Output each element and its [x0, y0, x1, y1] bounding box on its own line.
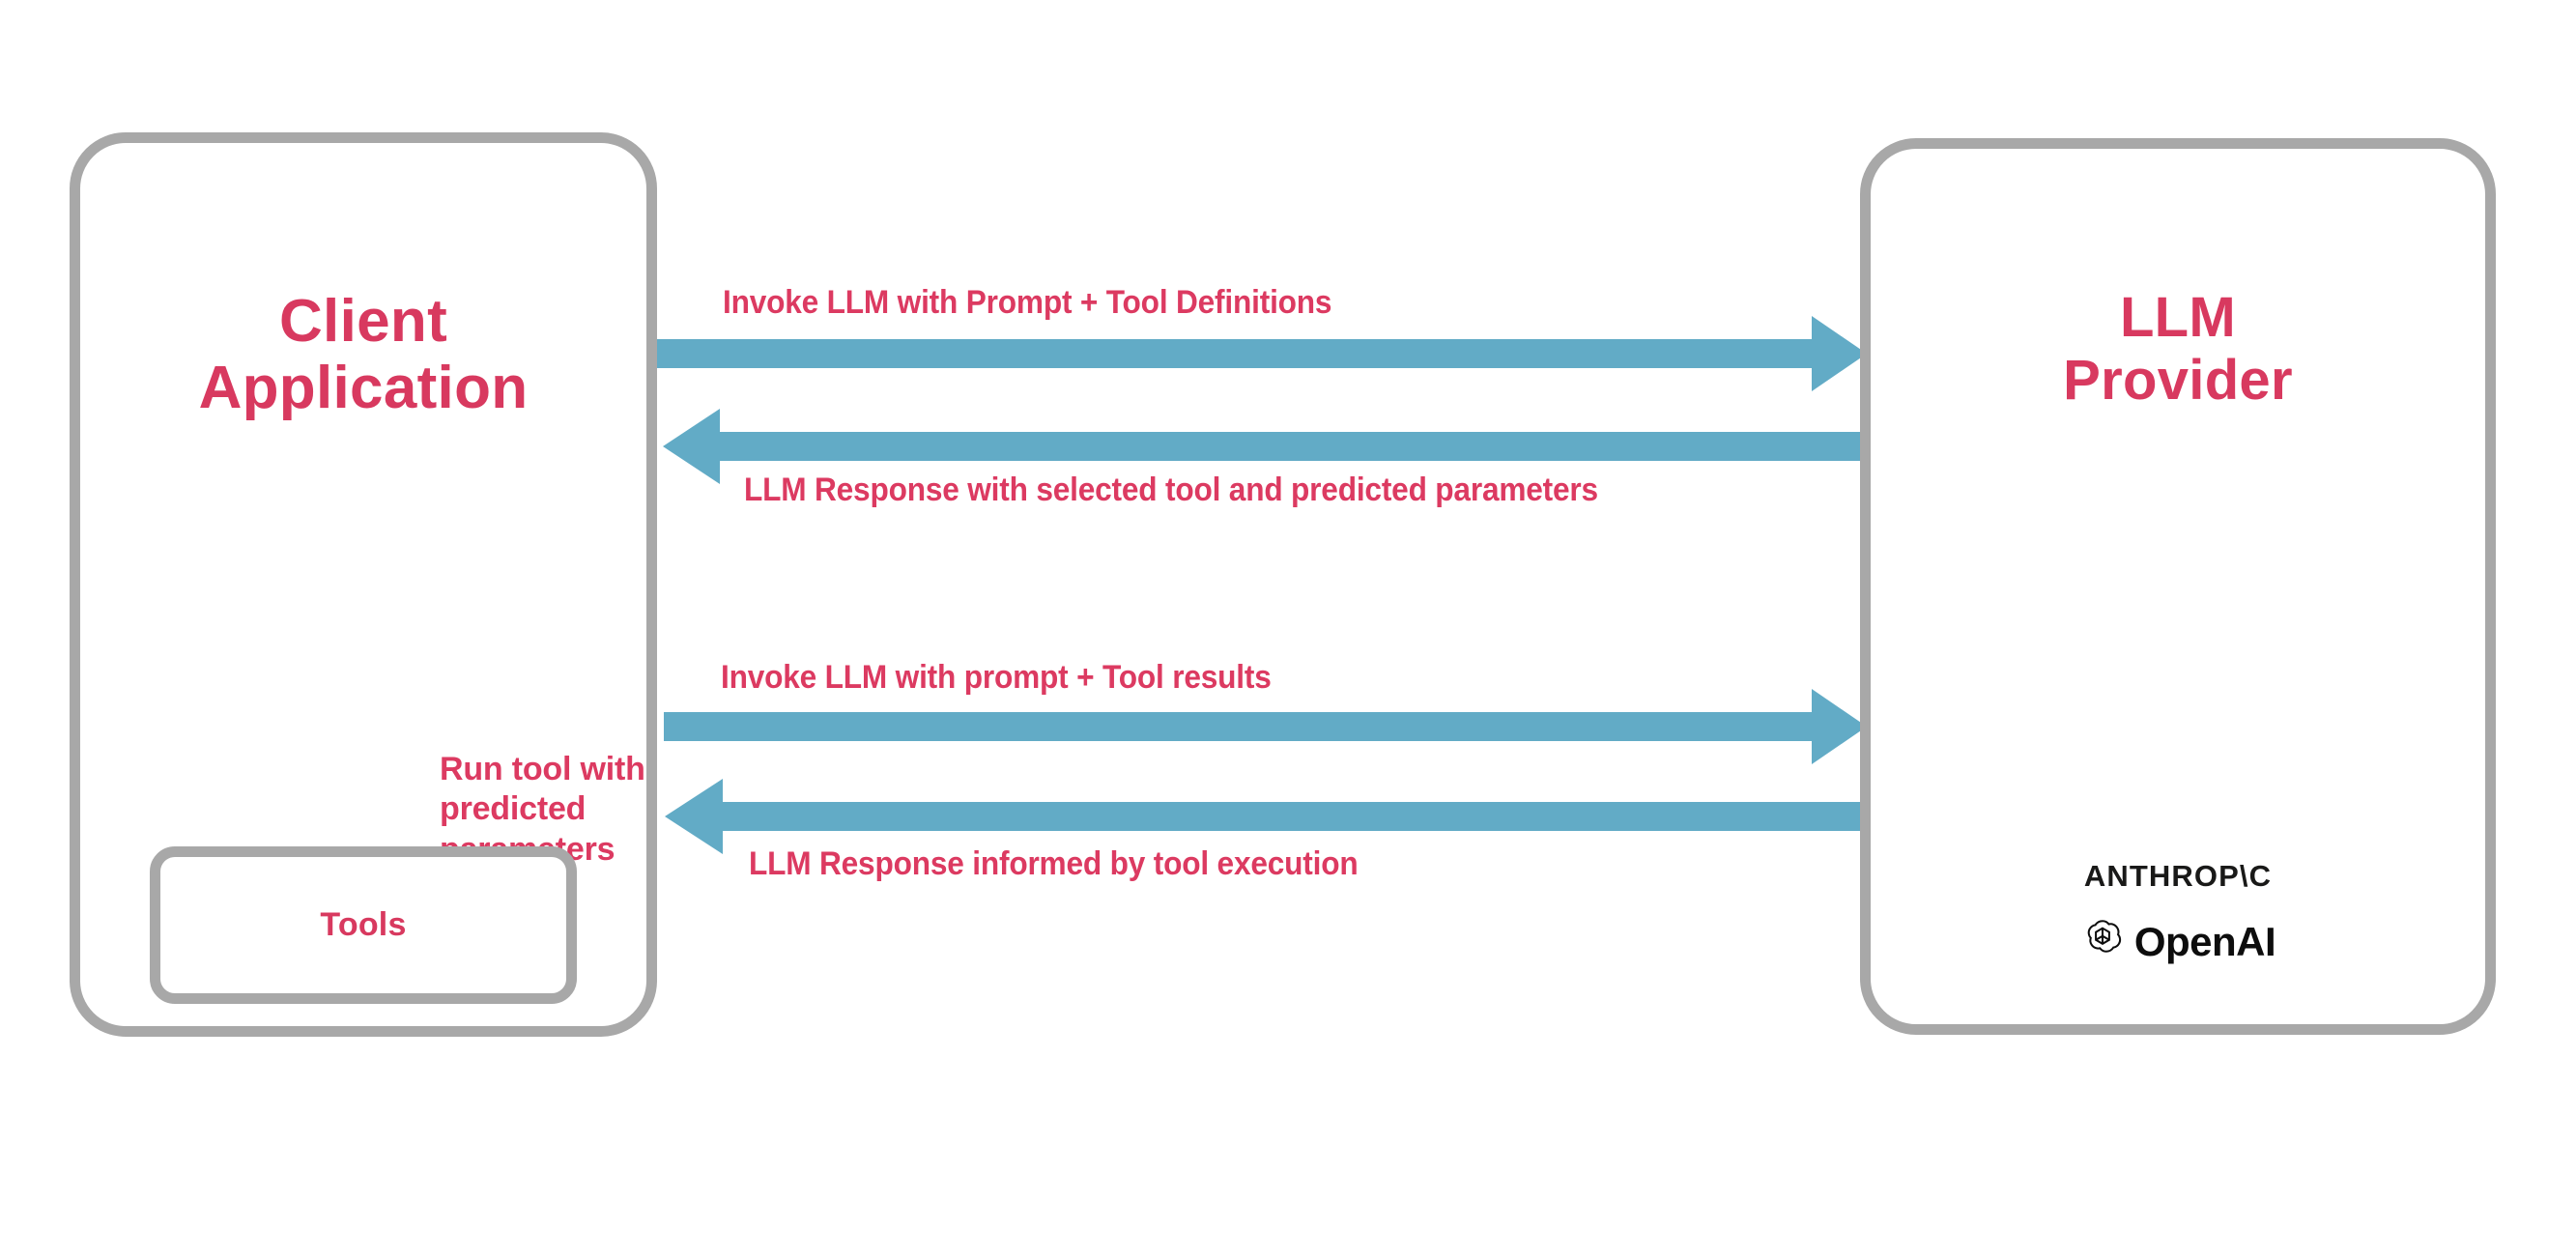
provider-title-line-1: LLM: [2119, 286, 2237, 349]
arrow-invoke-tool-definitions-label: Invoke LLM with Prompt + Tool Definition…: [723, 284, 1332, 321]
tools-node[interactable]: Tools: [150, 846, 577, 1004]
openai-wordmark: OpenAI: [2133, 918, 2276, 964]
client-title-line-1: Client: [278, 288, 448, 355]
client-application-node: Client Application Run tool with predict…: [70, 132, 657, 1037]
arrow-invoke-tool-results-label: Invoke LLM with prompt + Tool results: [721, 659, 1272, 696]
arrow-invoke-tool-results-icon: [664, 689, 1867, 764]
client-title-line-2: Application: [198, 355, 529, 422]
arrow-response-selected-tool-label: LLM Response with selected tool and pred…: [744, 472, 1598, 508]
anthropic-logo: ANTHROP\C: [2083, 859, 2273, 893]
openai-logo: OpenAI: [1871, 917, 2485, 966]
arrow-response-informed-label: LLM Response informed by tool execution: [749, 845, 1359, 882]
provider-title-line-2: Provider: [2063, 348, 2293, 412]
llm-provider-title: LLM Provider: [1871, 286, 2485, 413]
llm-provider-node: LLM Provider ANTHROP\C OpenAI: [1860, 138, 2496, 1035]
arrow-invoke-tool-definitions-icon: [657, 316, 1867, 391]
tools-label: Tools: [320, 906, 407, 943]
client-application-title: Client Application: [80, 288, 646, 422]
openai-mark-icon: [2080, 917, 2125, 966]
arrow-response-informed-icon: [665, 779, 1865, 854]
